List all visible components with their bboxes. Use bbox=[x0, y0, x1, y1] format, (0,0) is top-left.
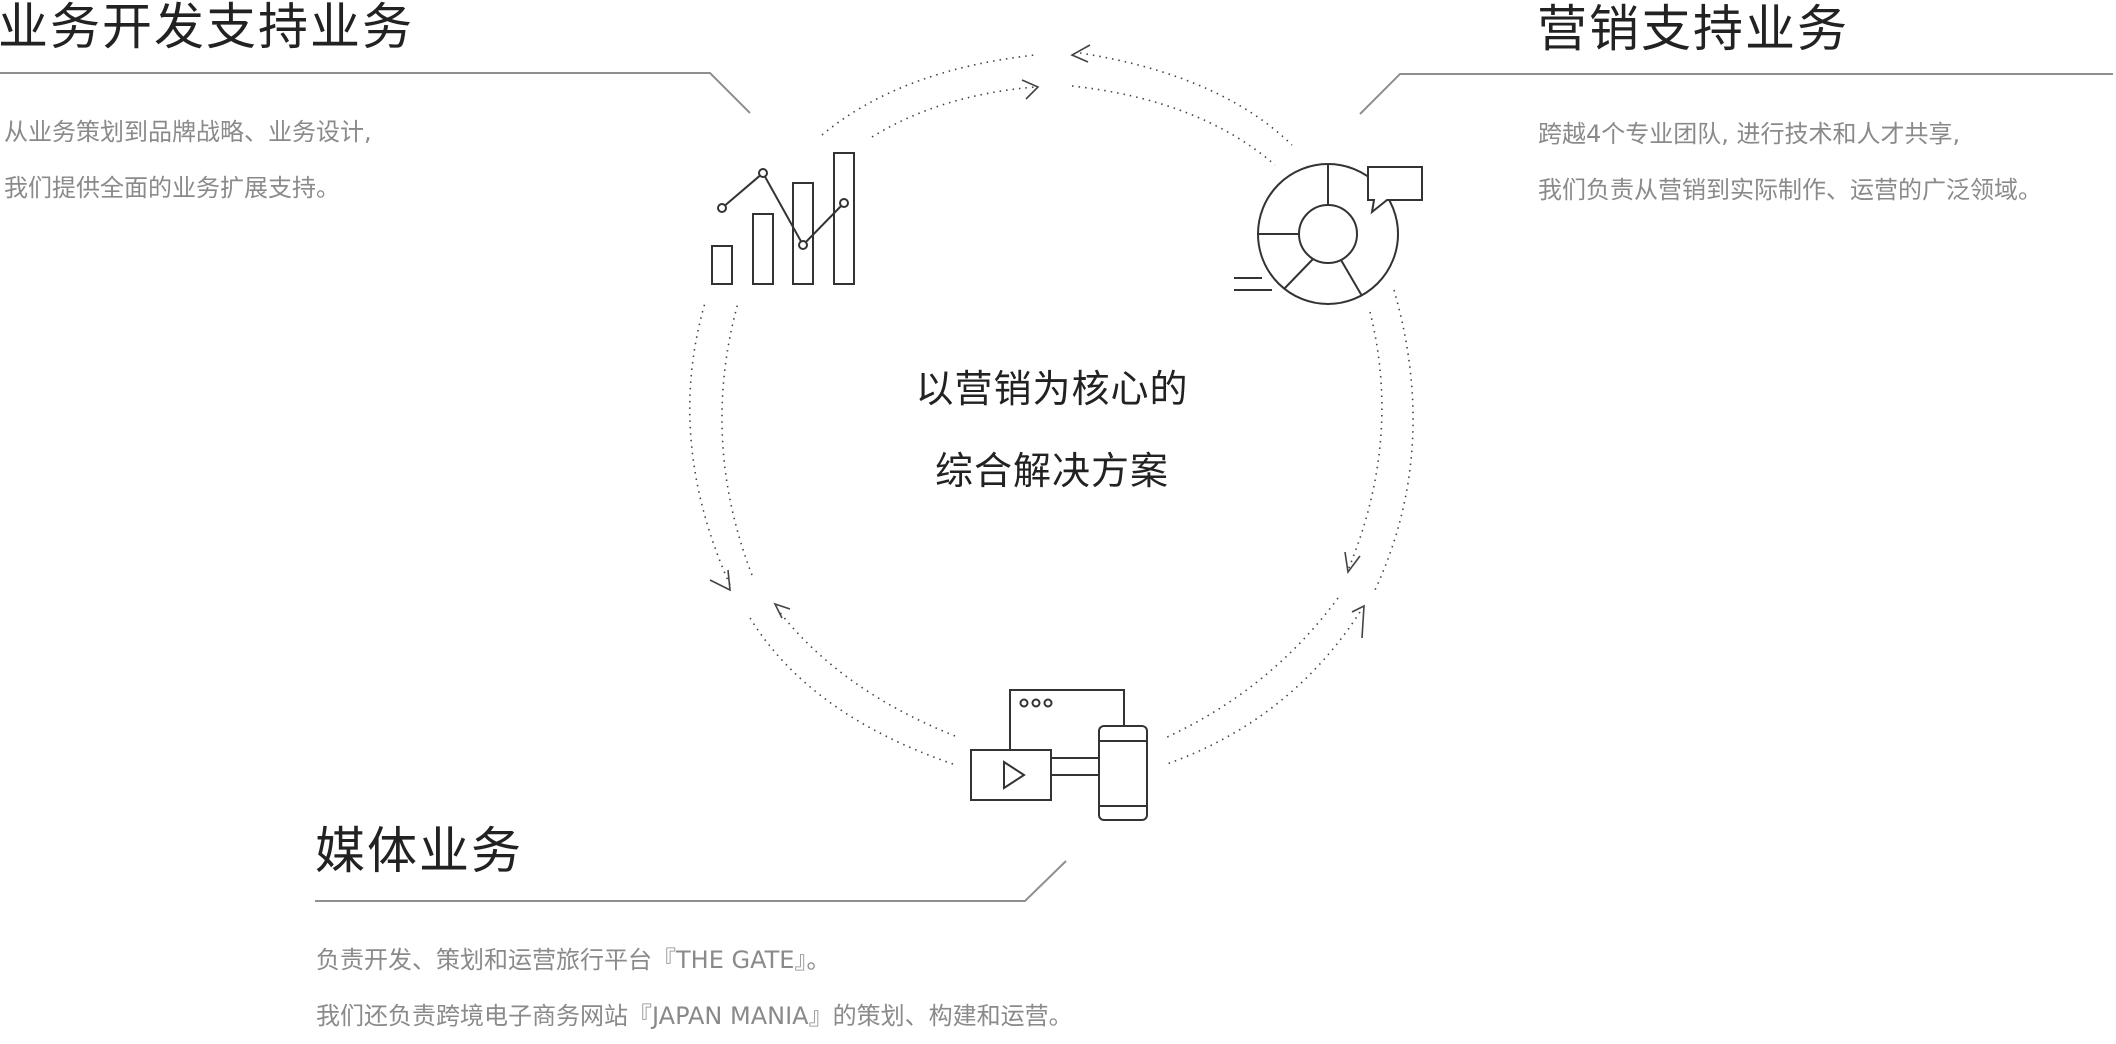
title-rules bbox=[0, 72, 2113, 902]
business-title: 业务开发支持业务 bbox=[0, 0, 414, 56]
cycle-arrowheads bbox=[709, 44, 1365, 639]
business-description-line: 从业务策划到品牌战略、业务设计, bbox=[4, 118, 372, 146]
arrowhead-topright bbox=[1070, 44, 1091, 63]
marketing-description-line: 跨越4个专业团队, 进行技术和人才共享, bbox=[1538, 120, 1961, 148]
business-title-rule bbox=[0, 72, 751, 114]
cycle-arc-bottomleft-outer bbox=[749, 617, 954, 765]
media-title-rule bbox=[315, 860, 1067, 902]
arrowhead-left-outer bbox=[709, 569, 731, 592]
cycle-arc-top-inner bbox=[871, 86, 1036, 138]
center-label: 以营销为核心的 综合解决方案 bbox=[852, 348, 1252, 512]
cycle-arc-right-inner bbox=[1347, 311, 1383, 571]
cycle-arc-left-inner bbox=[721, 302, 753, 576]
cycle-arc-bottomright-outer bbox=[1166, 611, 1361, 765]
media-description-line: 负责开发、策划和运营旅行平台『THE GATE』。 bbox=[316, 946, 831, 974]
cycle-arc-top-outer bbox=[821, 54, 1036, 136]
cycle-arc-topright-inner bbox=[1071, 85, 1276, 166]
browser-video-phone-icon bbox=[970, 689, 1148, 821]
cycle-arc-right-outer bbox=[1374, 289, 1414, 591]
cycle-arc-bottomleft-inner bbox=[777, 609, 956, 737]
arrowhead-right-inner bbox=[1344, 551, 1361, 575]
marketing-description: 跨越4个专业团队, 进行技术和人才共享, 我们负责从营销到实际制作、运营的广泛领… bbox=[1538, 106, 2042, 218]
center-label-line: 以营销为核心的 bbox=[915, 367, 1189, 411]
media-description: 负责开发、策划和运营旅行平台『THE GATE』。 我们还负责跨境电子商务网站『… bbox=[316, 932, 1073, 1044]
arrowhead-bottomright bbox=[1351, 604, 1365, 639]
marketing-description-line: 我们负责从营销到实际制作、运营的广泛领域。 bbox=[1538, 176, 2042, 204]
marketing-title-rule bbox=[1359, 73, 2113, 115]
cycle-arc-topright-outer bbox=[1079, 52, 1293, 146]
media-title: 媒体业务 bbox=[315, 822, 523, 880]
center-label-line: 综合解决方案 bbox=[934, 449, 1169, 493]
bar-line-chart-icon bbox=[711, 152, 855, 285]
pie-chart-speech-icon bbox=[1234, 163, 1423, 305]
media-description-line: 我们还负责跨境电子商务网站『JAPAN MANIA』的策划、构建和运营。 bbox=[316, 1002, 1073, 1030]
cycle-arc-left-outer bbox=[688, 302, 731, 586]
business-description: 从业务策划到品牌战略、业务设计, 我们提供全面的业务扩展支持。 bbox=[4, 104, 372, 216]
cycle-arc-bottomright-inner bbox=[1164, 597, 1339, 739]
marketing-title: 营销支持业务 bbox=[1537, 0, 1849, 58]
arrowhead-top bbox=[1021, 79, 1040, 100]
business-description-line: 我们提供全面的业务扩展支持。 bbox=[4, 174, 340, 202]
arrowhead-bottomleft bbox=[773, 602, 791, 619]
cycle-arrows bbox=[688, 52, 1414, 765]
